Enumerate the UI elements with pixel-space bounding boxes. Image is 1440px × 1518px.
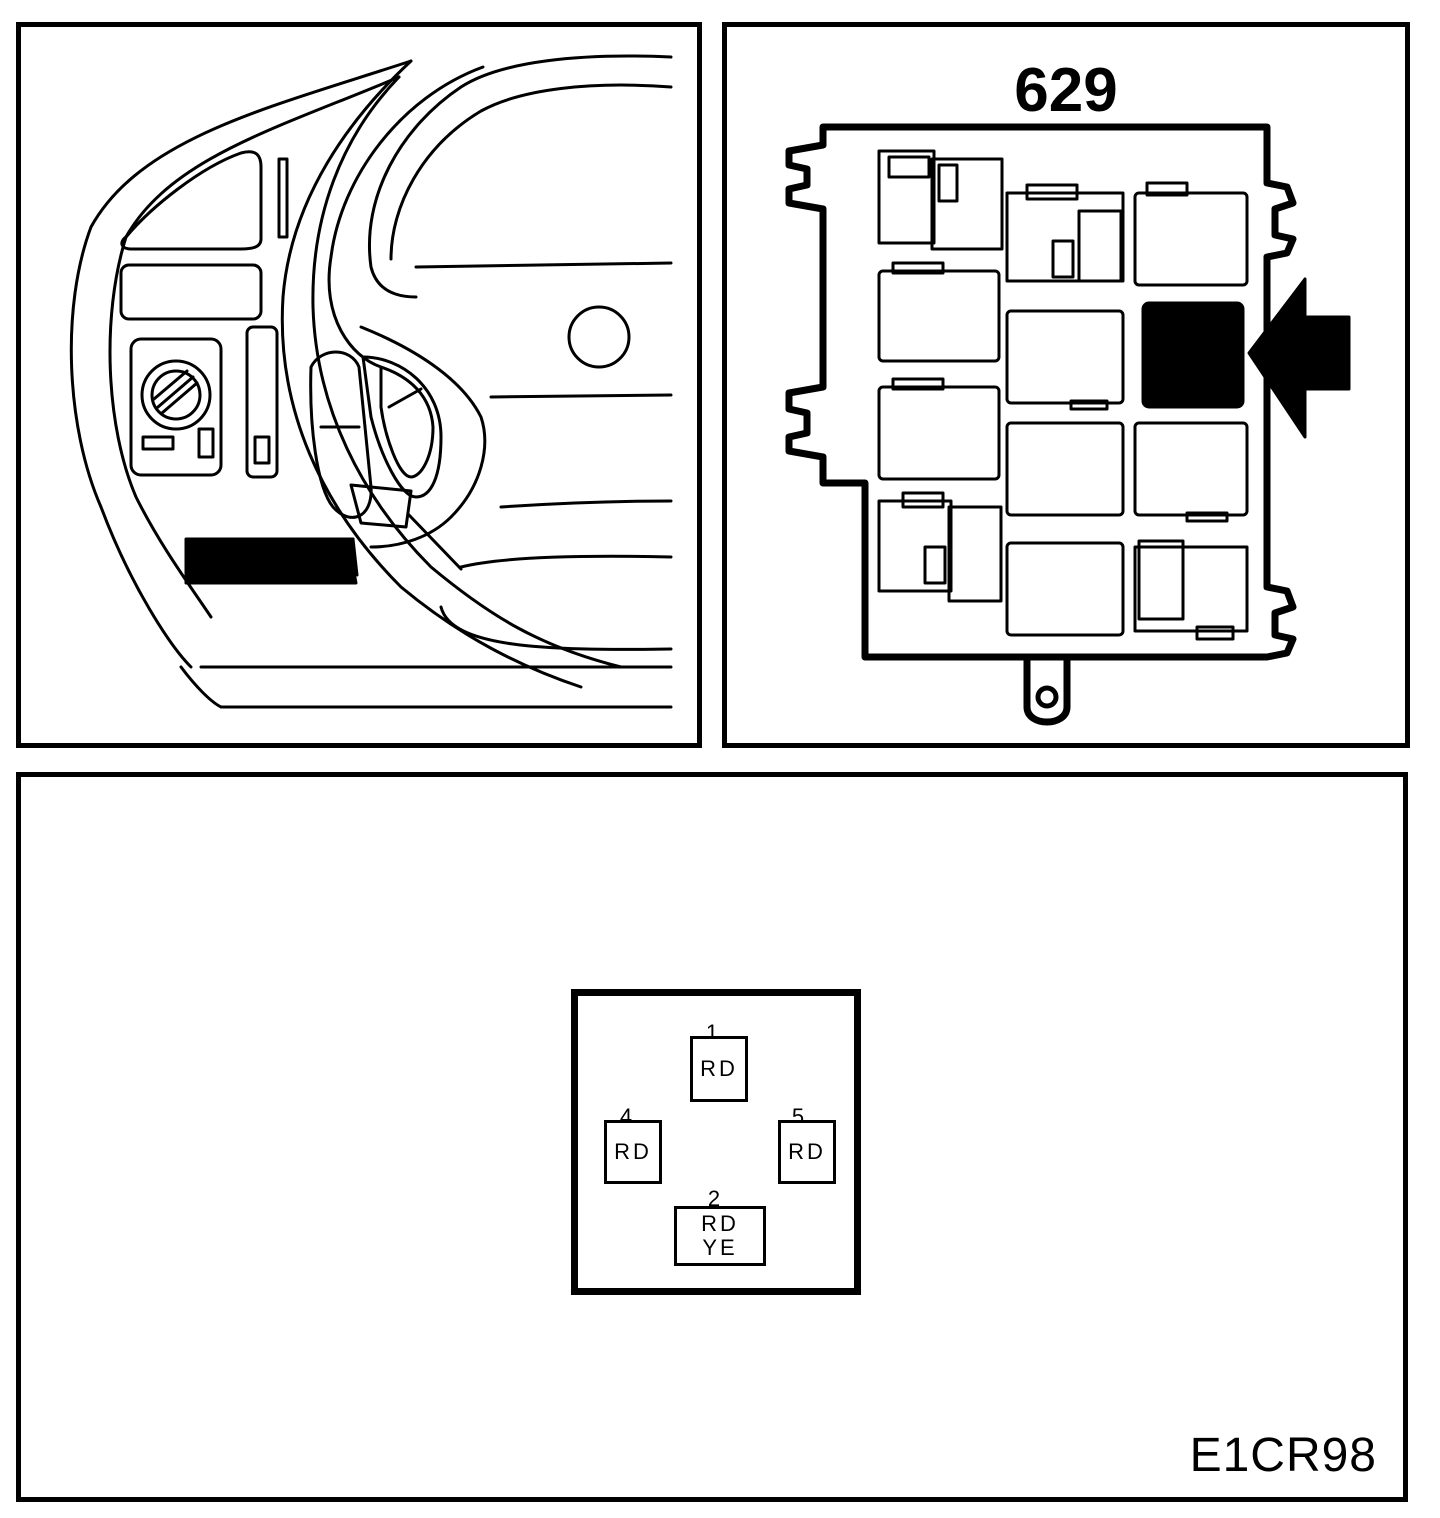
relay-box-drawing [785, 123, 1351, 726]
relay-box-panel: 629 [722, 22, 1410, 748]
pin-1-color: RD [700, 1056, 738, 1081]
pin-2-box: RD YE [674, 1206, 766, 1266]
relay-number: 629 [1014, 56, 1118, 125]
connector-face: 1 RD 4 RD 5 RD 2 RD YE [571, 989, 861, 1295]
pin-5-color: RD [788, 1139, 826, 1164]
dashboard-drawing [69, 54, 673, 709]
figure-code: E1CR98 [1189, 1429, 1377, 1482]
connector-panel: 1 RD 4 RD 5 RD 2 RD YE E1CR98 [16, 772, 1408, 1502]
pin-4-color: RD [614, 1139, 652, 1164]
pin-2-color-2: YE [702, 1235, 738, 1260]
pin-4-box: RD [604, 1120, 662, 1184]
pin-2-number: 2 [707, 1186, 721, 1211]
pin-2-color-1: RD [701, 1211, 739, 1236]
pin-1-box: RD [690, 1036, 748, 1102]
dashboard-location-panel [16, 22, 702, 748]
pin-5-box: RD [778, 1120, 836, 1184]
